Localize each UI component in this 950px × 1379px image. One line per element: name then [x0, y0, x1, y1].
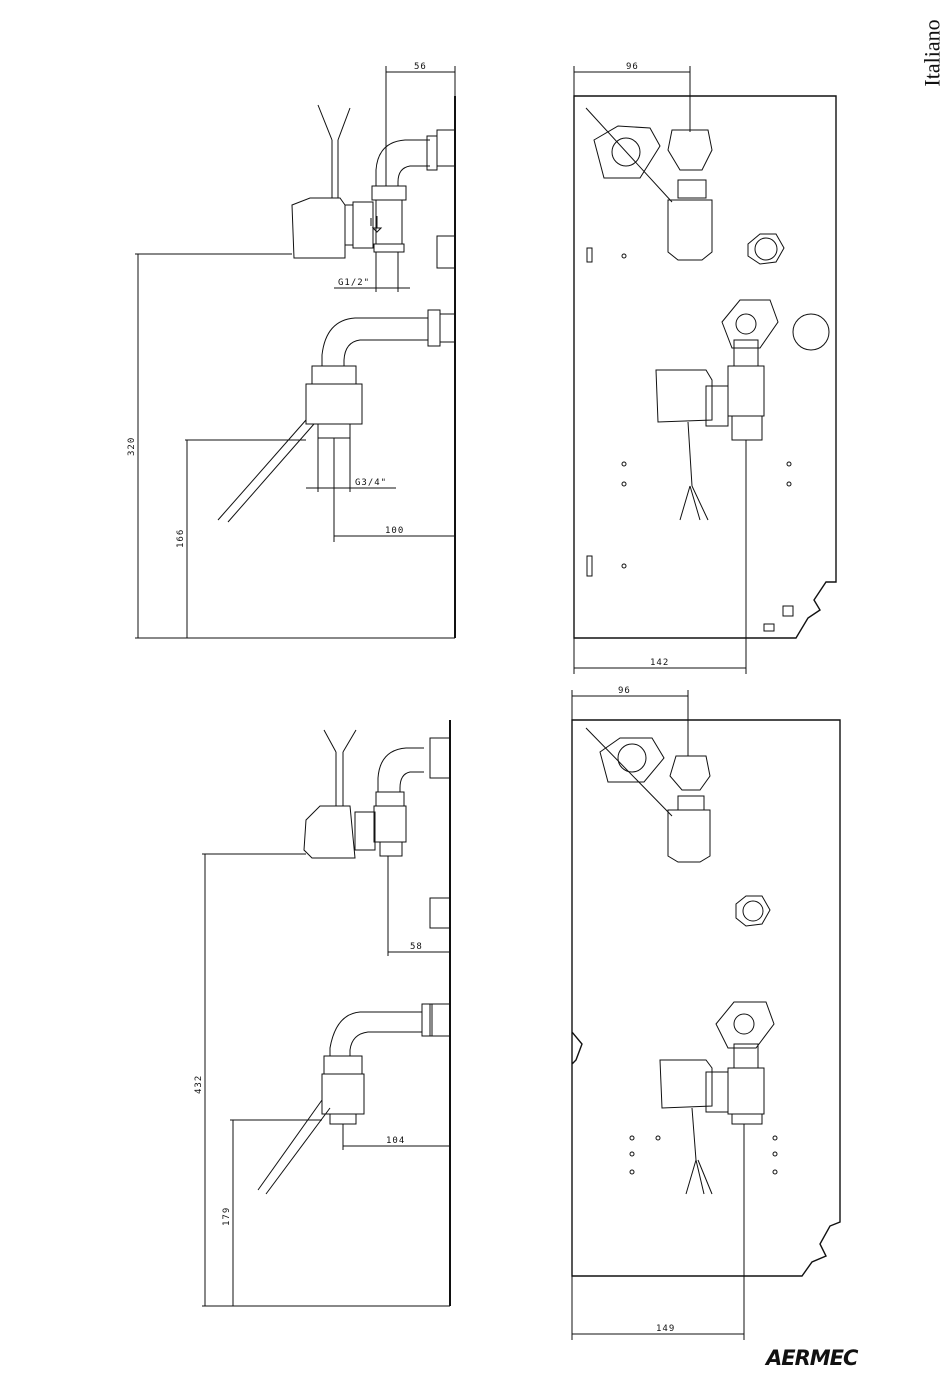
dim-g12: G1/2" [338, 278, 370, 288]
top-side-view [135, 66, 455, 638]
dim-56: 56 [414, 62, 427, 72]
dim-432: 432 [194, 1075, 204, 1094]
dim-166: 166 [176, 529, 186, 548]
dim-179: 179 [222, 1207, 232, 1226]
dim-320: 320 [127, 437, 137, 456]
dim-149: 149 [656, 1324, 675, 1334]
dim-96-bottom: 96 [618, 686, 631, 696]
dim-96-top: 96 [626, 62, 639, 72]
dim-104: 104 [386, 1136, 405, 1146]
top-front-view [574, 66, 836, 674]
dim-100: 100 [385, 526, 404, 536]
dim-142: 142 [650, 658, 669, 668]
dim-g34: G3/4" [355, 478, 387, 488]
bottom-front-view [572, 690, 840, 1340]
dim-58: 58 [410, 942, 423, 952]
brand-logo: AERMEC [766, 1346, 857, 1370]
bottom-side-view [202, 720, 450, 1306]
